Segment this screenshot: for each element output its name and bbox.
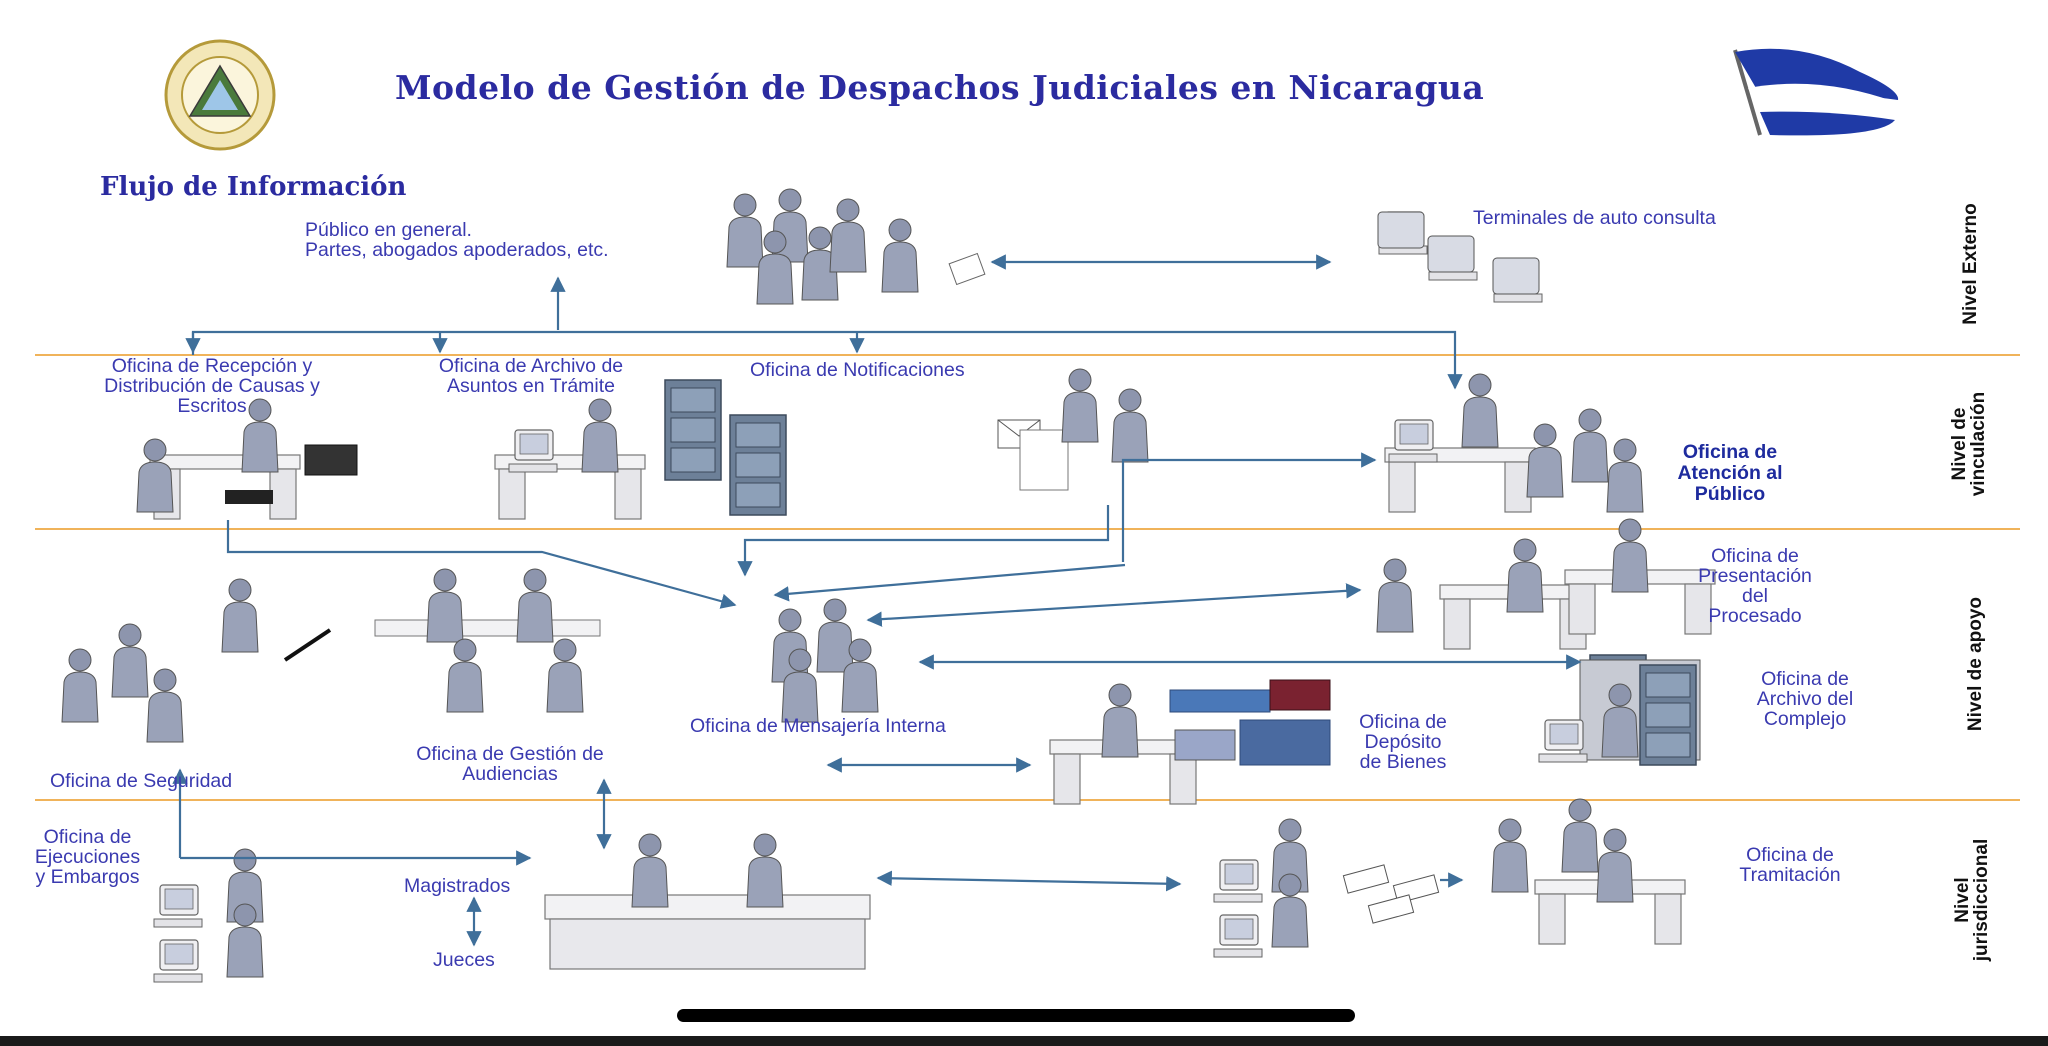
label-deposito: Oficina de Depósito de Bienes (1359, 711, 1447, 773)
archivo-complejo-figures (1538, 654, 1701, 766)
label-audiencias: Oficina de Gestión de Audiencias (416, 743, 604, 785)
label-terminales: Terminales de auto consulta (1473, 207, 1716, 229)
nicaragua-seal-icon (164, 39, 276, 151)
level-vinculacion-label: Nivel de vinculación (1949, 391, 1989, 497)
label-tramitacion: Oficina de Tramitación (1739, 844, 1841, 886)
recepcion-figures (136, 398, 358, 520)
label-recepcion: Oficina de Recepción y Distribución de C… (104, 355, 320, 417)
label-archivo-tramite: Oficina de Archivo de Asuntos en Trámite (438, 355, 624, 397)
publico-group-figures (726, 188, 986, 305)
bottom-edge-strip (0, 1036, 2048, 1046)
label-publico: Público en general. Partes, abogados apo… (305, 219, 609, 261)
label-jueces: Jueces (433, 949, 495, 971)
nicaragua-flag-icon (1733, 48, 1899, 136)
ejecuciones-figures (153, 848, 264, 983)
terminales-figures (1377, 211, 1543, 303)
deposito-figures (1049, 679, 1331, 805)
level-jurisdiccional-label: Nivel jurisdiccional (1952, 838, 1992, 962)
seguridad-figures (61, 578, 332, 743)
audiencias-figures (374, 568, 601, 713)
home-indicator[interactable] (677, 1009, 1355, 1022)
flow-arrows (172, 254, 1582, 947)
presentacion-figures (1376, 518, 1716, 650)
page-subtitle: Flujo de Información (100, 172, 407, 202)
label-presentacion: Oficina de Presentación del Procesado (1698, 545, 1812, 627)
magistrados-figures (544, 833, 871, 970)
page-title: Modelo de Gestión de Despachos Judiciale… (395, 68, 1485, 107)
tramitacion-figures (1213, 798, 1686, 958)
label-seguridad: Oficina de Seguridad (50, 770, 233, 792)
archivo-tramite-figures (494, 379, 787, 520)
level-apoyo-label: Nivel de apoyo (1965, 596, 1986, 732)
label-ejecuciones: Oficina de Ejecuciones y Embargos (34, 826, 141, 888)
label-archivo-complejo: Oficina de Archivo del Complejo (1756, 668, 1854, 730)
notificaciones-figures (997, 368, 1149, 491)
label-atencion: Oficina de Atención al Público (1677, 441, 1783, 505)
mensajeria-figures (771, 598, 879, 723)
label-magistrados: Magistrados (404, 875, 511, 897)
atencion-figures (1384, 373, 1644, 513)
label-mensajeria: Oficina de Mensajería Interna (690, 715, 946, 737)
label-notificaciones: Oficina de Notificaciones (750, 359, 965, 381)
level-externo-label: Nivel Externo (1960, 203, 1981, 325)
